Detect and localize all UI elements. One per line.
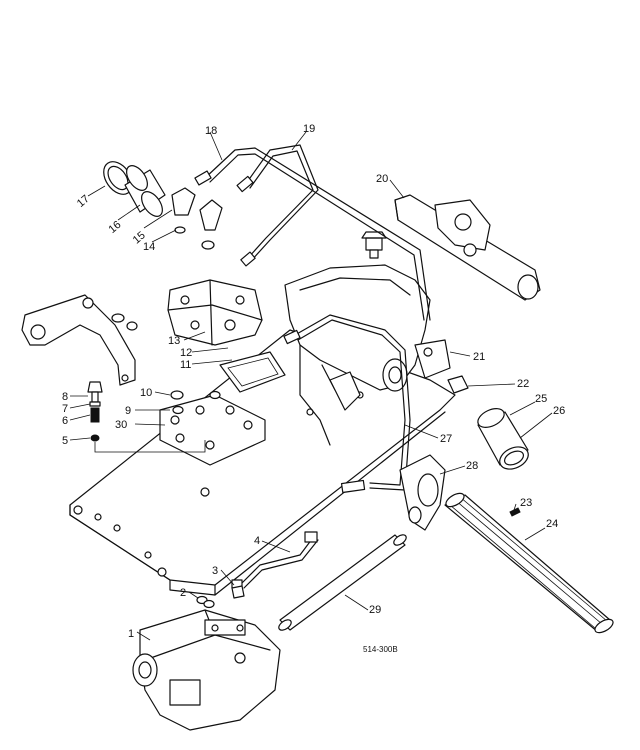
valve-plate	[219, 351, 286, 393]
drawing-reference: 514-300B	[363, 645, 398, 654]
bolt-stack-5-8	[87, 381, 103, 442]
callout-27: 27	[440, 433, 452, 445]
callout-18: 18	[205, 125, 217, 137]
callout-1: 1	[128, 628, 134, 640]
callout-7: 7	[62, 403, 68, 415]
pipe-19	[236, 144, 319, 267]
leader-lines	[69, 131, 553, 641]
control-rod-4	[231, 531, 319, 589]
callout-25: 25	[535, 393, 547, 405]
callout-19: 19	[303, 123, 315, 135]
nut-3	[231, 585, 245, 599]
callout-8: 8	[62, 391, 68, 403]
callout-21: 21	[473, 351, 485, 363]
tube-29	[278, 534, 407, 631]
callout-labels: 1 2 3 4 5 6 7 8 9 10 11 12 13 14 15 16 1…	[62, 123, 565, 640]
lift-arm-28	[399, 454, 446, 531]
callout-9: 9	[125, 405, 131, 417]
callout-23: 23	[520, 497, 532, 509]
breather-cap	[361, 231, 387, 259]
elbow-fitting-14	[199, 199, 223, 250]
callout-13: 13	[168, 335, 180, 347]
callout-6: 6	[62, 415, 68, 427]
hydraulic-pump-1	[132, 609, 281, 731]
splined-shaft-24	[444, 492, 614, 634]
callout-24: 24	[546, 518, 558, 530]
cross-shaft-20	[394, 194, 541, 301]
callout-28: 28	[466, 460, 478, 472]
bracket-21	[414, 339, 451, 379]
pipe-27	[283, 314, 411, 494]
callout-22: 22	[517, 378, 529, 390]
control-valve-13	[167, 279, 263, 346]
callout-14: 14	[143, 241, 155, 253]
callout-12: 12	[180, 347, 192, 359]
pin-23	[509, 507, 521, 517]
fitting-22	[447, 375, 469, 394]
callout-20: 20	[376, 173, 388, 185]
callout-2: 2	[180, 587, 186, 599]
callout-30: 30	[115, 419, 127, 431]
link-arm	[21, 294, 138, 386]
washers-9-10	[170, 390, 221, 415]
bush-25	[477, 408, 529, 470]
callout-5: 5	[62, 435, 68, 447]
callout-3: 3	[212, 565, 218, 577]
callout-4: 4	[254, 535, 260, 547]
callout-29: 29	[369, 604, 381, 616]
callout-10: 10	[140, 387, 152, 399]
pipe-18	[194, 147, 431, 321]
nut-2	[196, 595, 215, 609]
callout-11: 11	[180, 359, 191, 371]
bush-16	[124, 165, 166, 217]
elbow-fitting-15	[171, 187, 196, 234]
callout-26: 26	[553, 405, 565, 417]
callout-16: 16	[106, 219, 123, 236]
